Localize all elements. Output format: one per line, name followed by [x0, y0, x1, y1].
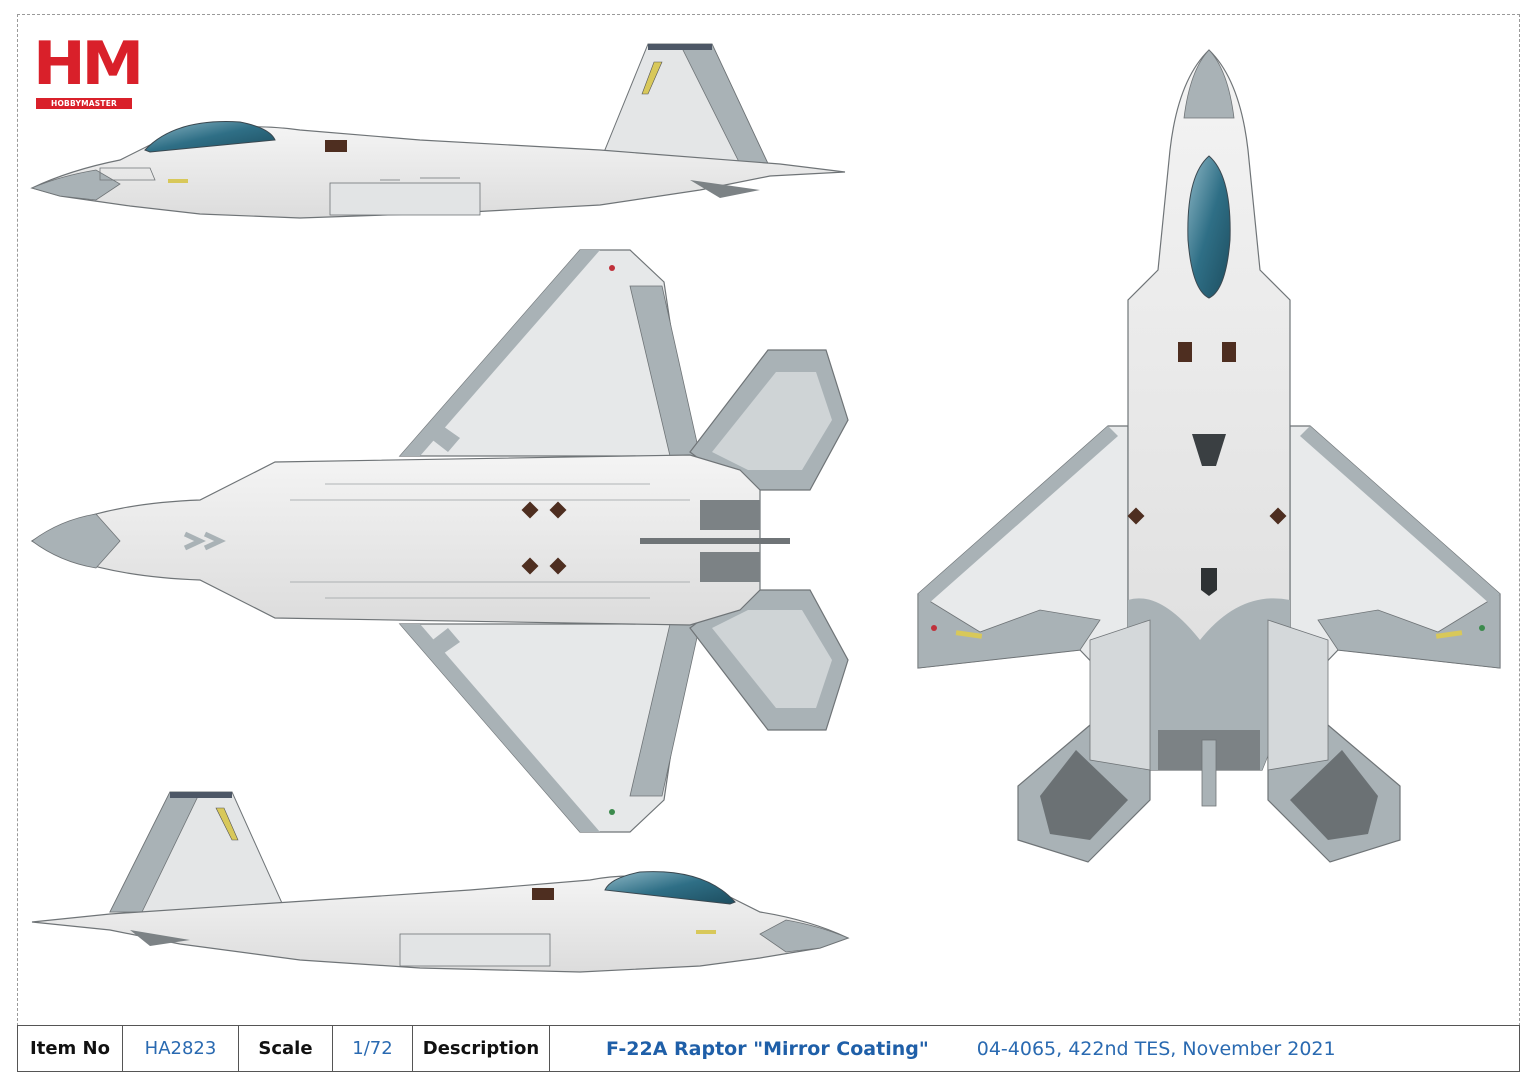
hobbymaster-logo: HM HOBBYMASTER [33, 29, 144, 110]
canopy-side-right [604, 871, 736, 905]
nose-edge [30, 169, 121, 201]
item-no-value: HA2823 [123, 1026, 239, 1071]
side-view-right [31, 791, 850, 973]
scale-label: Scale [239, 1026, 333, 1071]
top-view [30, 249, 849, 833]
model-title: F-22A Raptor "Mirror Coating" [606, 1037, 929, 1060]
aircraft-drawing [30, 43, 1501, 973]
info-table: Item No HA2823 Scale 1/72 Description F-… [17, 1025, 1520, 1072]
tail-stripe [641, 61, 663, 95]
canopy-side [144, 121, 276, 153]
description-label: Description [413, 1026, 550, 1071]
tail-checker [648, 44, 712, 50]
bottom-view [917, 49, 1501, 863]
logo-wordmark: HOBBYMASTER [36, 98, 132, 109]
bay-door [329, 182, 481, 216]
side-view-left [30, 43, 846, 219]
scale-value: 1/72 [333, 1026, 413, 1071]
item-no-label: Item No [18, 1026, 123, 1071]
logo-letters: HM [33, 29, 144, 99]
canopy-top [1187, 155, 1231, 299]
description-cell: F-22A Raptor "Mirror Coating" 04-4065, 4… [550, 1026, 1519, 1071]
model-subtitle: 04-4065, 422nd TES, November 2021 [976, 1037, 1336, 1060]
